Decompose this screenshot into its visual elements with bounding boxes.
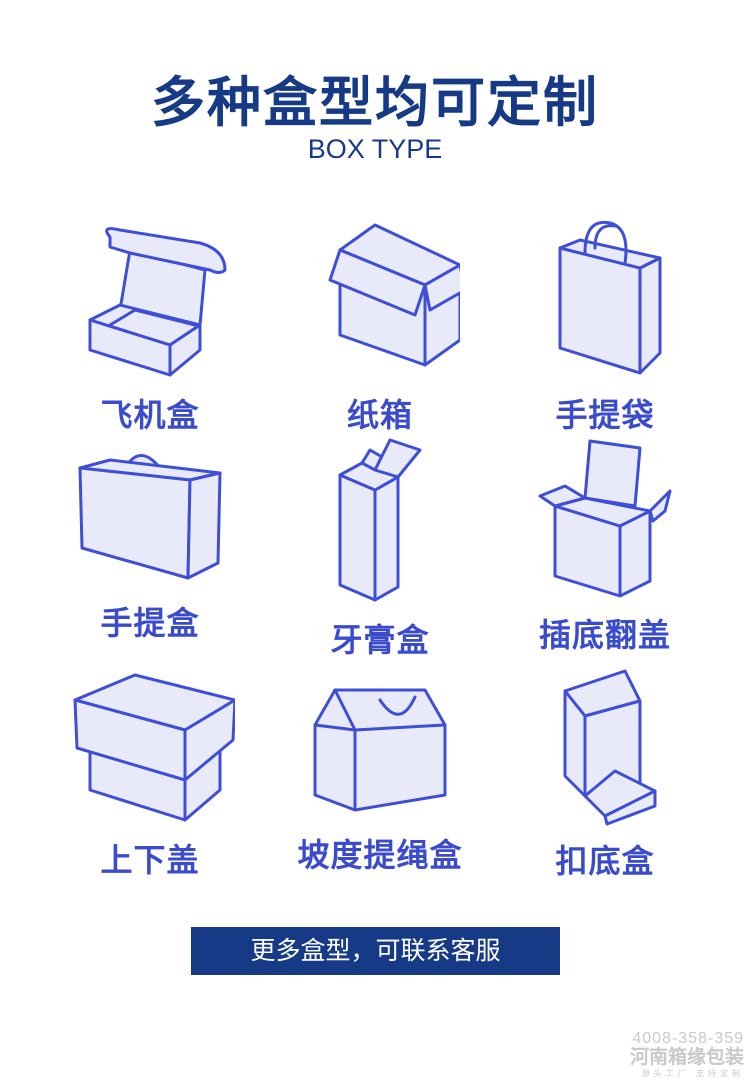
watermark-tagline: 源头工厂 支持定制	[641, 1069, 744, 1078]
box-type-lock-bottom[interactable]: 扣底盒	[485, 666, 725, 882]
box-type-label: 飞机盒	[100, 396, 200, 434]
box-type-label: 上下盖	[100, 841, 200, 879]
toothpaste-box-icon	[338, 438, 422, 602]
box-type-label: 坡度提绳盒	[297, 836, 463, 874]
watermark: 4008-358-359 河南箱缘包装 源头工厂 支持定制	[630, 1030, 744, 1079]
box-type-label: 扣底盒	[555, 842, 655, 880]
box-type-tuck-flap[interactable]: 插底翻盖	[485, 436, 725, 656]
page-subtitle: BOX TYPE	[307, 134, 443, 164]
handbag-icon	[558, 220, 662, 375]
box-type-mailer[interactable]: 飞机盒	[30, 225, 270, 436]
box-type-handbag[interactable]: 手提袋	[485, 218, 725, 436]
box-type-carton[interactable]: 纸箱	[260, 220, 500, 436]
lid-base-box-icon	[73, 673, 235, 822]
mailer-box-icon	[88, 227, 227, 377]
box-type-handle-box[interactable]: 手提盒	[30, 448, 270, 644]
box-type-label: 手提袋	[555, 396, 655, 434]
watermark-name: 河南箱缘包装	[629, 1047, 744, 1068]
box-type-label: 纸箱	[346, 396, 413, 434]
carton-box-icon	[328, 223, 460, 367]
contact-more-box-types-button[interactable]: 更多盒型，可联系客服	[191, 927, 560, 975]
lock-bottom-box-icon	[563, 669, 657, 826]
box-type-toothpaste[interactable]: 牙膏盒	[260, 435, 500, 661]
box-type-label: 插底翻盖	[538, 616, 671, 654]
handle-box-icon	[78, 454, 222, 580]
page-title: 多种盒型均可定制	[151, 71, 599, 134]
box-type-rope-handle[interactable]: 坡度提绳盒	[260, 685, 500, 876]
box-type-label: 牙膏盒	[330, 621, 430, 659]
rope-handle-box-icon	[313, 688, 447, 812]
watermark-phone: 4008-358-359	[632, 1030, 744, 1047]
tuck-flap-box-icon	[538, 439, 672, 598]
box-type-label: 手提盒	[100, 604, 200, 642]
box-type-lid-base[interactable]: 上下盖	[30, 670, 270, 881]
